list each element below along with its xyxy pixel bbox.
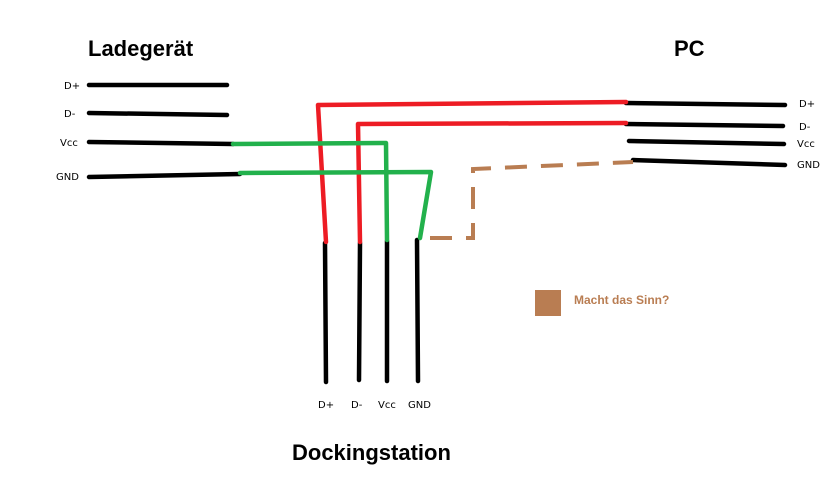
charger-pin-dminus-label: D-: [64, 109, 76, 120]
charger-pin-vcc-label: Vcc: [60, 138, 78, 149]
dock-pin-dminus: [356, 240, 363, 383]
charger-pin-gnd: [86, 171, 243, 180]
charger-title: Ladegerät: [88, 36, 194, 61]
pc-pin-dplus: [623, 100, 788, 108]
charger-pin-vcc: [86, 139, 236, 147]
pc-title: PC: [674, 36, 705, 61]
dock-pin-dplus-label: D+: [318, 400, 334, 411]
green-wire-gnd: [237, 169, 434, 241]
dock-pin-dplus: [322, 240, 329, 385]
red-wire-dplus: [315, 99, 629, 245]
dock-title: Dockingstation: [292, 440, 451, 465]
charger-pin-dminus: [86, 110, 230, 118]
pc-pin-dplus-label: D+: [799, 99, 815, 110]
dock-pin-gnd-label: GND: [408, 400, 431, 411]
pc-pin-dminus: [623, 121, 786, 129]
proposed-ground-link: [430, 160, 634, 240]
red-wire-dminus: [355, 120, 629, 245]
legend-label: Macht das Sinn?: [574, 293, 669, 307]
green-wire-vcc: [230, 140, 390, 243]
legend-swatch: [535, 290, 561, 316]
dock-pin-vcc-label: Vcc: [378, 400, 396, 411]
pc-pin-vcc-label: Vcc: [797, 139, 815, 150]
pc-pin-gnd: [630, 157, 788, 168]
dock-pin-dminus-label: D-: [351, 400, 363, 411]
dock-pin-gnd: [414, 237, 421, 384]
charger-pin-gnd-label: GND: [56, 172, 79, 183]
pc-pin-dminus-label: D-: [799, 122, 811, 133]
pc-pin-vcc: [626, 138, 787, 147]
pc-pin-gnd-label: GND: [797, 160, 820, 171]
charger-pin-dplus-label: D+: [64, 81, 80, 92]
